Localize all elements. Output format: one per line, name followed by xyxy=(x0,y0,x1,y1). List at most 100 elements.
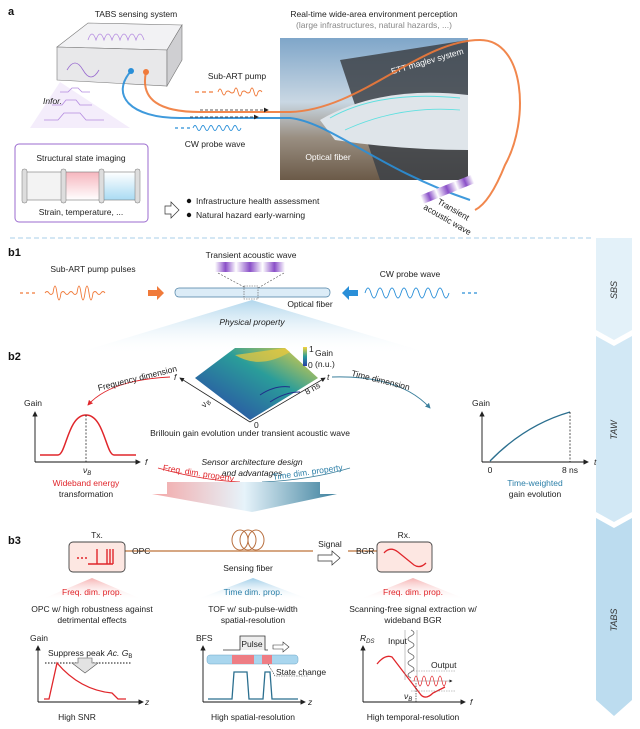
bfs-ylabel: BFS xyxy=(196,633,213,643)
rx-label: Rx. xyxy=(398,530,411,540)
colorbar xyxy=(303,347,307,366)
probe-label: CW probe wave xyxy=(185,139,246,149)
input-label: Input xyxy=(388,636,408,646)
right-zero-label: 0 xyxy=(488,465,493,475)
b1-pump-label: Sub-ART pump pulses xyxy=(50,264,135,274)
gain-spectrum-curve xyxy=(40,414,136,456)
left-nub-label: νB xyxy=(83,465,91,477)
temporal-resolution-plot: RDS f Input Output νB High temporal-reso… xyxy=(360,629,474,722)
pump-label: Sub-ART pump xyxy=(208,71,267,81)
hollow-arrow-icon xyxy=(164,201,180,219)
surface-f-label: f xyxy=(174,372,178,382)
gain-surface xyxy=(195,348,318,420)
bullet-hazard: Natural hazard early-warning xyxy=(196,210,305,220)
design-label-2: and advantages xyxy=(222,468,283,478)
colorbar-min: 0 xyxy=(308,360,313,370)
right-gain-label: Gain xyxy=(472,398,490,408)
tabs-label: TABS xyxy=(609,609,619,632)
sbs-label: SBS xyxy=(609,281,619,299)
tx-pulse-icon xyxy=(88,549,114,565)
rx-prop-label: Freq. dim. prop. xyxy=(383,587,443,597)
tx-prop-label: Freq. dim. prop. xyxy=(62,587,122,597)
physical-property-beam xyxy=(70,300,435,355)
panel-b3-label: b3 xyxy=(8,535,21,547)
pulse-direction-icon xyxy=(272,641,290,653)
time-gain-plot: Gain t 0 8 ns Time-weighted gain evoluti… xyxy=(472,398,597,499)
right-desc-2: wideband BGR xyxy=(383,615,441,625)
surface-nub-label: νB xyxy=(198,397,213,411)
opc-label: OPC xyxy=(132,546,150,556)
left-caption-2: transformation xyxy=(59,489,114,499)
side-band-sbs xyxy=(596,238,632,340)
bgr-label: BGR xyxy=(356,546,374,556)
frequency-dimension-label: Frequency dimension xyxy=(97,363,179,392)
pump-fiber-path xyxy=(143,38,521,211)
colorbar-title: Gain xyxy=(315,348,333,358)
infor-label: Infor. xyxy=(43,96,62,106)
info-waveforms xyxy=(44,87,104,121)
right-8ns-label: 8 ns xyxy=(562,465,578,475)
taw-label: TAW xyxy=(609,419,619,440)
time-dimension-label: Time dimension xyxy=(351,368,412,392)
probe-wave xyxy=(192,125,242,131)
bfs-trace xyxy=(208,671,298,700)
fiber-coil-icon xyxy=(231,529,265,551)
imaging-title: Structural state imaging xyxy=(36,153,126,163)
snr-plot: Gain z Suppress peak Ac. GB High SNR xyxy=(30,633,150,722)
mid-desc-2: spatial-resolution xyxy=(221,615,286,625)
side-band-taw xyxy=(596,336,632,522)
snr-gain-curve xyxy=(44,661,126,700)
right-t-label: t xyxy=(594,457,597,467)
photo-fiber-label: Optical fiber xyxy=(305,152,351,162)
b1-optical-fiber xyxy=(174,287,331,298)
freq-gain-plot: Gain f νB Wideband energy transformation xyxy=(24,398,149,499)
bgr-curve xyxy=(376,655,446,698)
snr-caption: High SNR xyxy=(58,712,96,722)
b1-fiber-label: Optical fiber xyxy=(287,299,333,309)
snr-xlabel: z xyxy=(144,697,150,707)
bfs-xlabel: z xyxy=(307,697,313,707)
physical-property-label: Physical property xyxy=(219,317,285,327)
left-gain-label: Gain xyxy=(24,398,42,408)
imaging-caption: Strain, temperature, ... xyxy=(39,207,124,217)
pulse-label: Pulse xyxy=(241,639,263,649)
f-axis xyxy=(179,377,251,423)
left-desc-1: OPC w/ high robustness against xyxy=(31,604,153,614)
panel-a-label: a xyxy=(8,6,15,18)
input-signal xyxy=(407,629,415,679)
mid-desc-1: TOF w/ sub-pulse-width xyxy=(208,604,298,614)
left-caption-1: Wideband energy xyxy=(53,478,120,488)
b1-acoustic-wave xyxy=(215,262,285,272)
output-signal xyxy=(413,675,447,687)
tabs-device xyxy=(56,22,183,88)
colorbar-unit: (n.u.) xyxy=(315,359,335,369)
right-caption-1: Time-weighted xyxy=(507,478,563,488)
left-f-label: f xyxy=(145,457,149,467)
spatial-resolution-plot: BFS z Pulse State change High spatial-re… xyxy=(196,633,326,722)
suppress-peak-label: Suppress peak Ac. GB xyxy=(48,648,132,660)
rx-property-beam xyxy=(358,578,468,600)
state-change-label: State change xyxy=(276,667,326,677)
panel-b1: b1 Transient acoustic wave Sub-ART pump … xyxy=(8,247,477,355)
panel-b2-label: b2 xyxy=(8,351,21,363)
rx-bgr-curve-icon xyxy=(383,548,427,568)
t-axis xyxy=(249,377,326,423)
tx-box: Tx. xyxy=(68,530,126,573)
structural-imaging-box: Structural state imaging Strain, tempera… xyxy=(14,143,149,223)
design-label-1: Sensor architecture design xyxy=(201,457,302,467)
right-caption-2: gain evolution xyxy=(509,489,562,499)
perception-title: Real-time wide-area environment percepti… xyxy=(290,9,458,19)
design-convergence-arrow xyxy=(152,482,337,512)
perception-subtitle: (large infrastructures, natural hazards,… xyxy=(296,20,452,30)
b1-acoustic-label: Transient acoustic wave xyxy=(206,250,297,260)
probe-fiber-path xyxy=(121,70,471,201)
side-band-tabs xyxy=(596,518,632,716)
b1-probe-wave xyxy=(364,287,450,299)
left-desc-2: detrimental effects xyxy=(57,615,126,625)
temporal-caption: High temporal-resolution xyxy=(367,712,460,722)
surface-t-label: t xyxy=(327,372,330,382)
maglev-photo xyxy=(280,38,468,180)
acoustic-wave-block xyxy=(420,174,475,204)
